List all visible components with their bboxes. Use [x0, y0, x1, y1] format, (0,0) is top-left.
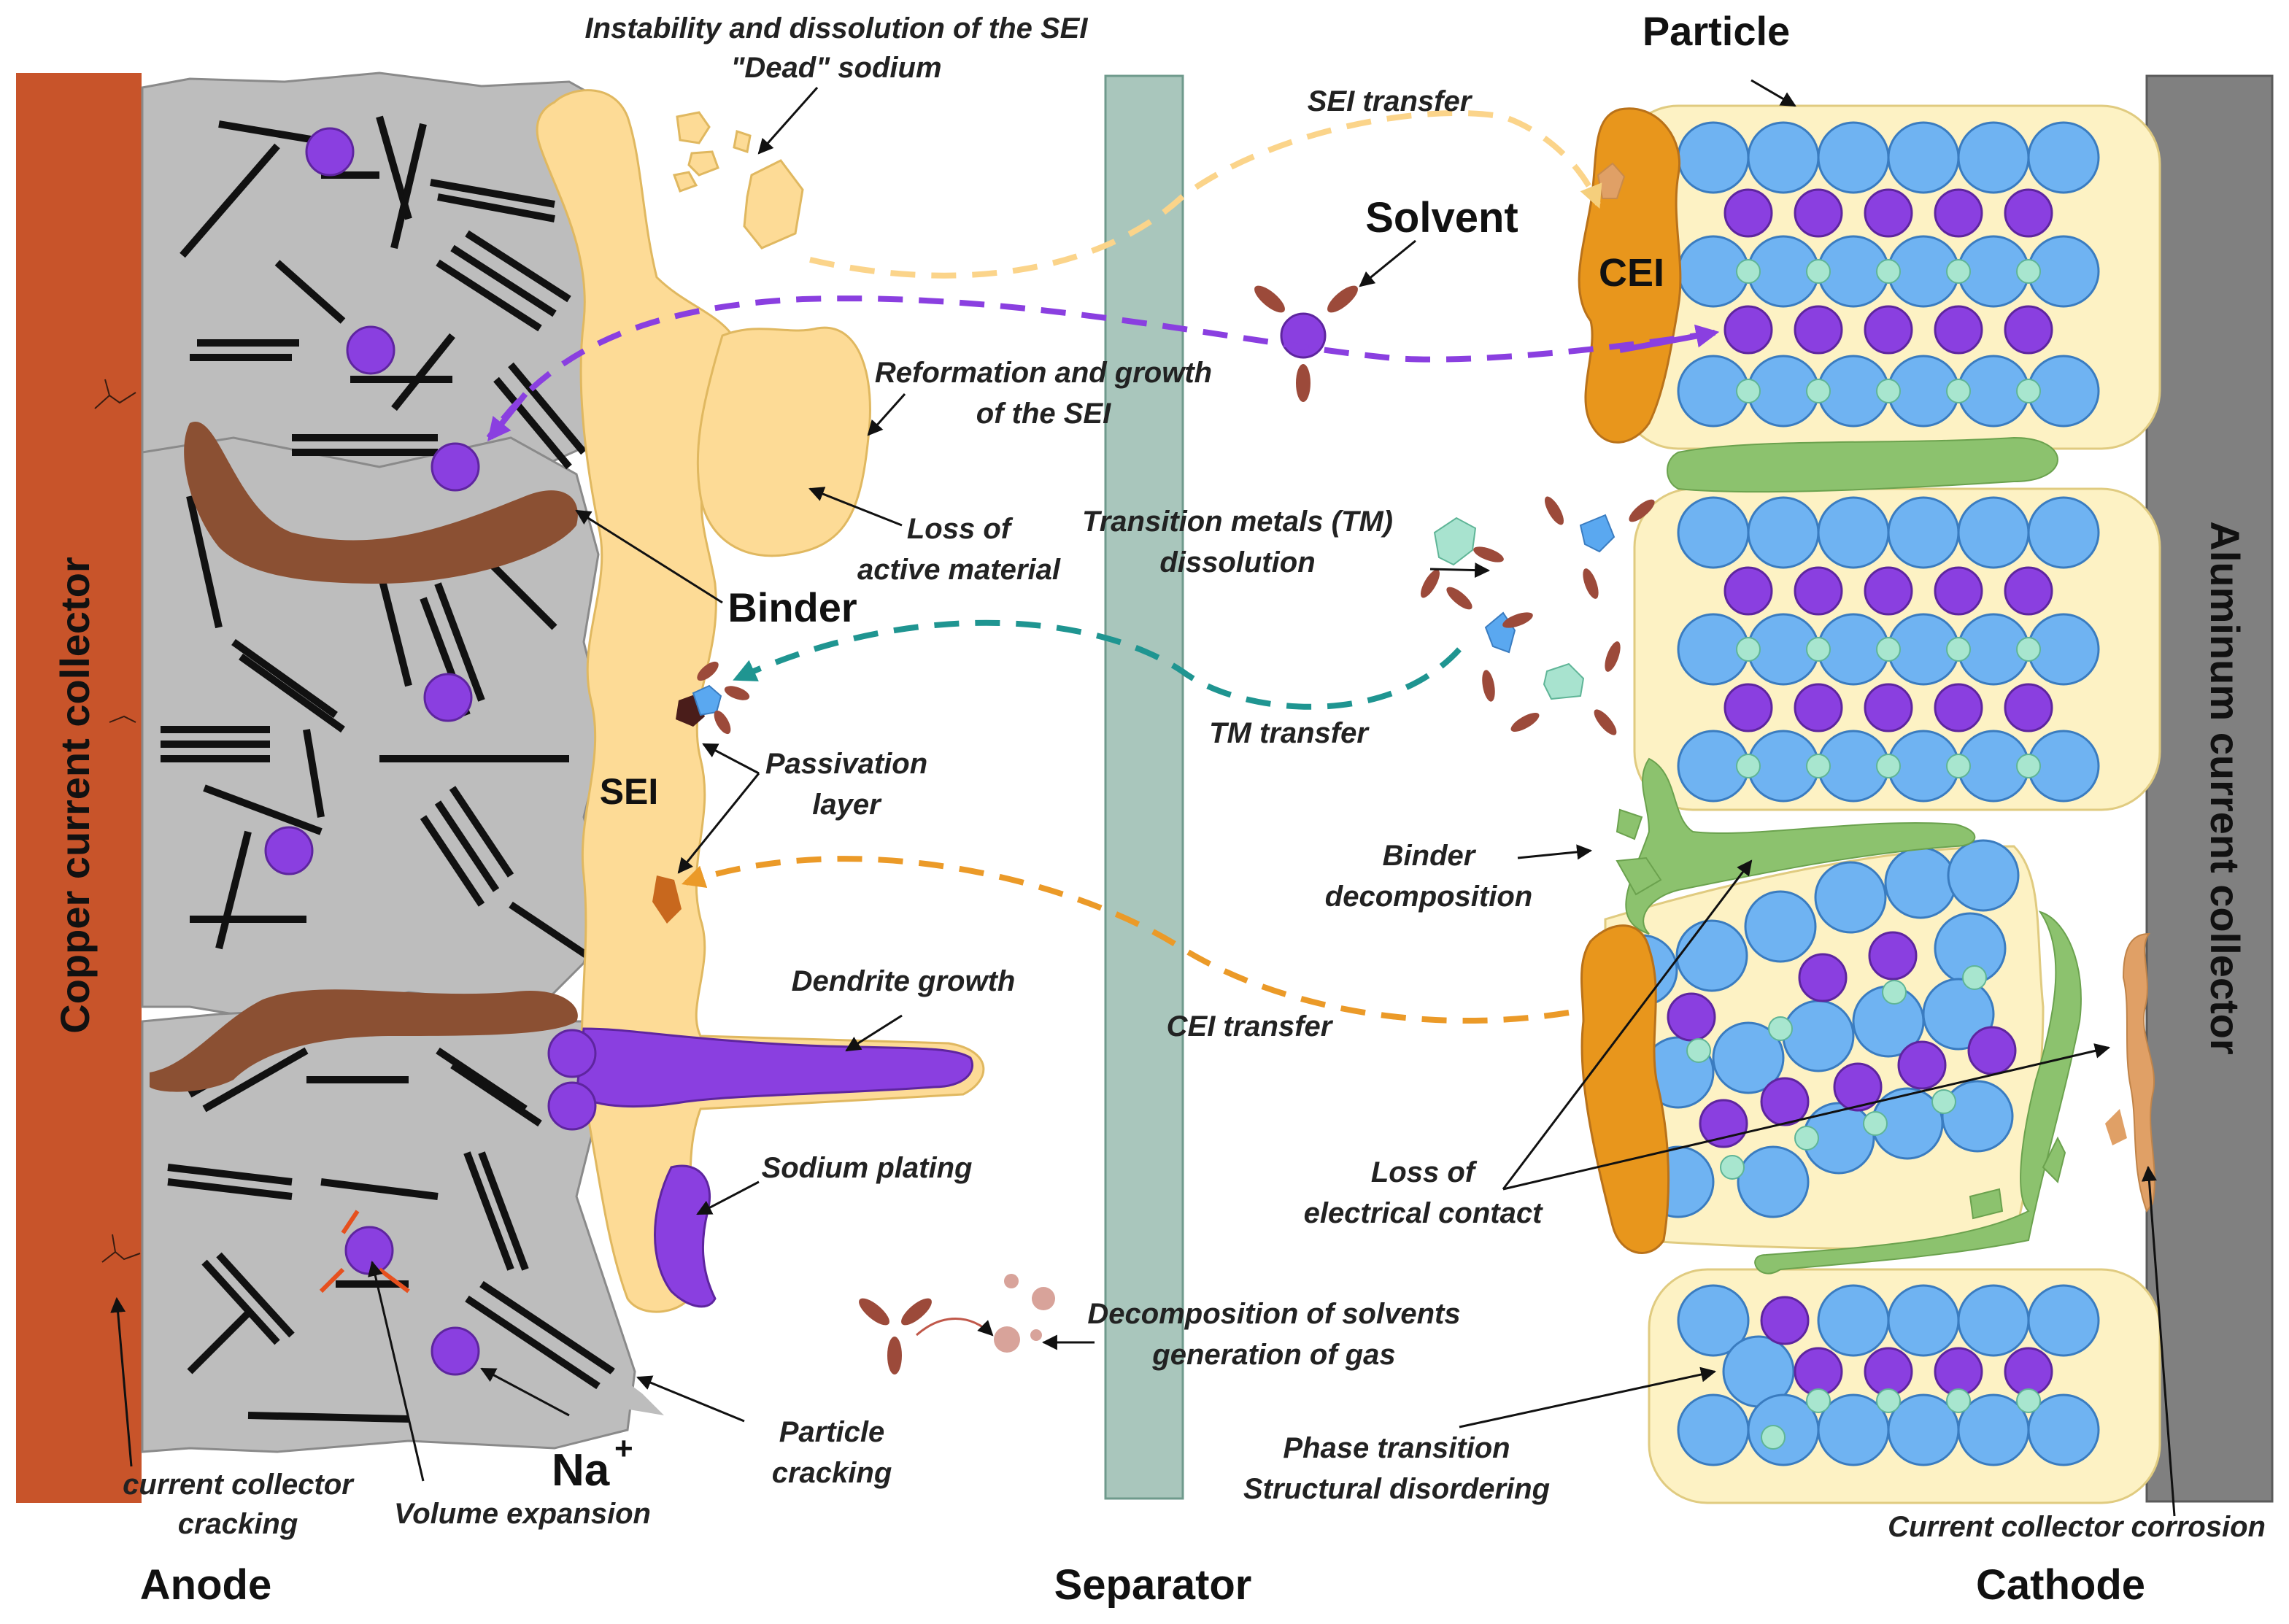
dendrite-growth-label: Dendrite growth: [792, 965, 1016, 997]
region-titles: Anode Separator Cathode: [140, 1561, 2145, 1609]
annotation-labels: Instability and dissolution of the SEI "…: [123, 8, 2266, 1543]
particle-label: Particle: [1643, 8, 1790, 54]
binder-decomposition-label: Binder: [1383, 840, 1477, 872]
aluminum-current-collector: Aluminum current collector: [2145, 74, 2274, 1503]
reformation-label: Reformation and growth: [875, 357, 1212, 389]
na-ion-label: Na: [552, 1445, 610, 1496]
separator-title: Separator: [1054, 1561, 1252, 1609]
decomposition-solvents-label: Decomposition of solvents: [1087, 1298, 1460, 1330]
separator: [1104, 74, 1184, 1500]
na-charge-label: +: [614, 1431, 633, 1466]
anode-binder: [150, 422, 578, 1092]
structural-disordering-label: Structural disordering: [1243, 1473, 1550, 1505]
loss-contact-label-2: electrical contact: [1304, 1197, 1543, 1229]
cc-cracking-label: current collector: [123, 1469, 355, 1501]
solvent-label: Solvent: [1365, 194, 1518, 241]
sodium-plating-label: Sodium plating: [762, 1152, 973, 1184]
reformation-label-2: of the SEI: [976, 398, 1111, 430]
loss-active-label: Loss of: [907, 513, 1014, 545]
pointer-arrows: [110, 79, 2176, 1517]
binder-label: Binder: [727, 584, 857, 630]
loss-active-label-2: active material: [857, 554, 1061, 586]
transition-metal-ions: [1421, 496, 1655, 735]
sei-label: SEI: [600, 771, 659, 812]
gas-generation-label: generation of gas: [1151, 1339, 1395, 1371]
gas-generation: [859, 1274, 1055, 1374]
sei-transfer-arrow: [809, 109, 1602, 279]
binder-decomposition-label-2: decomposition: [1325, 881, 1532, 913]
cei-transfer-label: CEI transfer: [1167, 1010, 1334, 1043]
sei-layer: SEI: [536, 89, 985, 1415]
cc-cracking-label-2: cracking: [178, 1508, 298, 1540]
passivation-label-2: layer: [812, 789, 882, 821]
phase-transition-label: Phase transition: [1283, 1432, 1510, 1464]
sei-instability-label: Instability and dissolution of the SEI: [585, 12, 1089, 45]
tm-dissolution-label: Transition metals (TM): [1082, 506, 1393, 538]
anode-graphite: [141, 71, 636, 1453]
copper-current-collector: Copper current collector: [16, 73, 142, 1503]
dead-sodium-label: "Dead" sodium: [730, 52, 941, 84]
cc-corrosion-label: Current collector corrosion: [1888, 1511, 2266, 1543]
volume-expansion-label: Volume expansion: [394, 1498, 651, 1530]
cei-transfer-arrow: [681, 856, 1570, 1024]
cathode-title: Cathode: [1976, 1561, 2145, 1609]
aluminum-collector-label: Aluminum current collector: [2202, 521, 2248, 1054]
cathode-binder: [1616, 436, 2082, 1275]
tm-transfer-arrow: [733, 619, 1462, 710]
cathode-particles: [1604, 104, 2161, 1504]
anode-title: Anode: [140, 1561, 271, 1609]
tm-transfer-label: TM transfer: [1209, 717, 1370, 749]
copper-collector-label: Copper current collector: [52, 557, 98, 1033]
collector-corrosion: [2105, 932, 2155, 1213]
sodium-transfer-arrow: [486, 295, 1720, 441]
loss-contact-label: Loss of: [1371, 1156, 1478, 1188]
sei-transfer-label: SEI transfer: [1308, 85, 1473, 117]
cei-label: CEI: [1599, 251, 1664, 295]
tm-dissolution-label-2: dissolution: [1159, 546, 1315, 579]
particle-cracking-label-2: cracking: [772, 1457, 892, 1489]
particle-cracking-label: Particle: [779, 1416, 885, 1448]
cei-layer: CEI: [1578, 107, 1682, 1254]
solvent-molecules: [1254, 285, 1358, 402]
passivation-label: Passivation: [765, 748, 927, 780]
